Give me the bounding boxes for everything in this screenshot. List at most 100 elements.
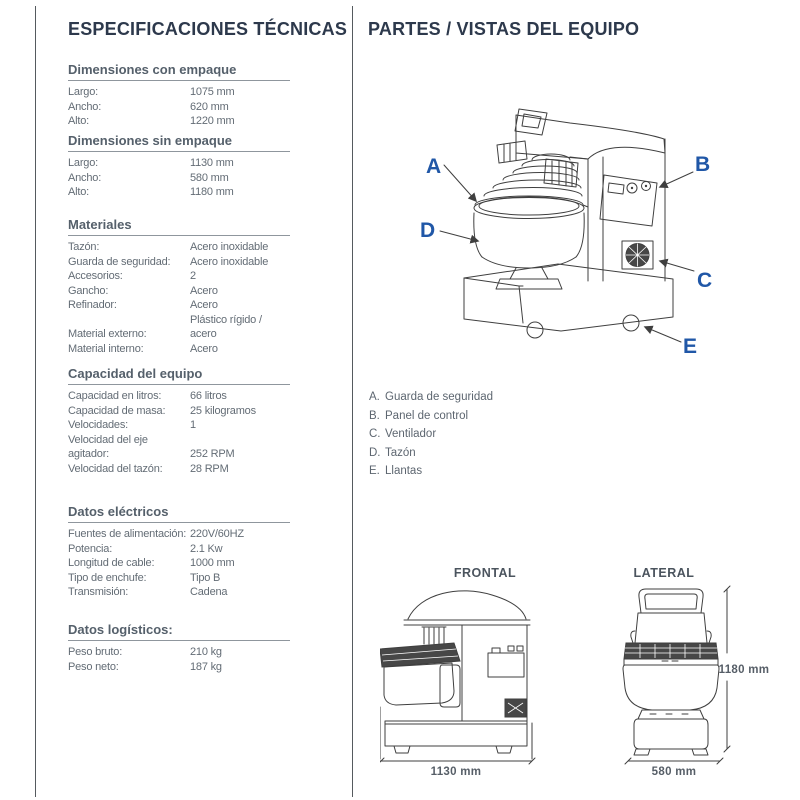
control-panel — [599, 174, 658, 227]
spec-value: 187 kg — [190, 660, 222, 673]
section-materiales: Materiales Tazón:Acero inoxidable Guarda… — [68, 217, 290, 356]
section-heading: Datos eléctricos — [68, 504, 290, 523]
spec-label: Velocidades: — [68, 419, 128, 431]
lateral-width-dim-label: 580 mm — [652, 766, 697, 778]
part-key: D. — [369, 446, 381, 459]
spec-row: Ancho:580 mm — [68, 171, 290, 186]
spec-value: 1130 mm — [190, 157, 234, 169]
spec-value: Tipo B — [190, 571, 221, 584]
spec-row: Tazón:Acero inoxidable — [68, 240, 290, 255]
frontal-base — [384, 720, 528, 754]
spec-row: Largo: 1130 mm — [68, 156, 290, 171]
spec-value: Acero — [190, 284, 218, 297]
spec-row: Guarda de seguridad:Acero inoxidable — [68, 255, 290, 270]
callout-e: E — [683, 335, 697, 358]
spec-label: Potencia: — [68, 542, 113, 555]
part-label: Panel de control — [385, 409, 469, 422]
spec-label: Capacidad en litros: — [68, 390, 162, 402]
spec-value: 1075 mm — [190, 86, 235, 98]
spec-row: Transmisión: Cadena — [68, 585, 290, 600]
spec-value: 1 — [190, 419, 196, 431]
lateral-view-drawing: 1180 mm 580 mm — [622, 585, 770, 778]
spec-label: Material externo: — [68, 328, 147, 340]
frontal-safety-guard — [380, 642, 461, 668]
spec-label: Velocidad del eje agitador: — [68, 433, 148, 461]
part-key: E. — [369, 465, 380, 477]
spec-value: 252 RPM — [190, 448, 235, 460]
left-column-title: ESPECIFICACIONES TÉCNICAS — [68, 19, 348, 39]
spec-value: 66 litros — [190, 390, 227, 402]
spec-value: 1220 mm — [190, 115, 235, 127]
section-heading: Materiales — [68, 217, 290, 236]
spec-row: Longitud de cable:1000 mm — [68, 556, 290, 571]
part-label: Guarda de seguridad — [385, 391, 494, 403]
part-item: E. Llantas — [369, 465, 493, 477]
lateral-view-label: LATERAL — [633, 566, 695, 580]
part-key: C. — [369, 428, 381, 440]
lateral-guard-rim — [623, 658, 719, 666]
spec-row: Capacidad de masa:25 kilogramos — [68, 404, 290, 419]
spec-label: Capacidad de masa: — [68, 404, 166, 417]
frontal-guard-slats — [421, 626, 447, 645]
ventilator-fan — [621, 240, 654, 270]
spec-row: Fuentes de alimentación:220V/60HZ — [68, 527, 290, 542]
frontal-width-dimension: 1130 mm — [380, 706, 536, 778]
spec-row: Material interno:Acero — [68, 342, 290, 357]
spec-value: Cadena — [190, 586, 228, 598]
lateral-bowl — [622, 664, 720, 711]
section-heading: Dimensiones sin empaque — [68, 133, 290, 152]
callout-a: A — [426, 155, 441, 178]
spec-label: Material interno: — [68, 342, 144, 355]
spec-row: Tipo de enchufe:Tipo B — [68, 571, 290, 586]
spec-row: Velocidad del eje agitador: 252 RPM — [68, 433, 290, 462]
spec-label: Refinador: — [68, 299, 117, 311]
frontal-body — [461, 624, 528, 722]
spec-label: Peso bruto: — [68, 646, 123, 658]
spec-value: 620 mm — [190, 100, 229, 113]
spec-label: Accesorios: — [68, 270, 123, 282]
spec-row: Refinador:Acero — [68, 298, 290, 313]
part-item: B. Panel de control — [369, 410, 493, 422]
spec-label: Ancho: — [68, 171, 102, 184]
spec-label: Alto: — [68, 115, 90, 127]
spec-row: Accesorios: 2 — [68, 269, 290, 284]
frontal-bowl — [383, 662, 455, 706]
spec-label: Fuentes de alimentación: — [68, 528, 187, 540]
section-dimensiones-con-empaque: Dimensiones con empaque Largo:1075 mm An… — [68, 62, 290, 129]
section-datos-logisticos: Datos logísticos: Peso bruto:210 kg Peso… — [68, 622, 290, 674]
right-column-title: PARTES / VISTAS DEL EQUIPO — [368, 19, 640, 39]
part-item: A.Guarda de seguridad — [369, 391, 493, 403]
lateral-head — [630, 588, 712, 644]
part-item: C. Ventilador — [369, 428, 493, 440]
frontal-control-panel — [487, 645, 525, 678]
spec-row: Potencia:2.1 Kw — [68, 542, 290, 557]
lateral-height-dim-label: 1180 mm — [719, 664, 770, 676]
spec-value: Acero inoxidable — [190, 241, 269, 253]
callout-a-arrow — [443, 164, 477, 203]
spec-row: Material externo: Plástico rígido / acero — [68, 313, 290, 342]
spec-label: Peso neto: — [68, 660, 119, 673]
spec-value: Acero inoxidable — [190, 255, 269, 268]
safety-guard — [474, 140, 589, 208]
part-label: Ventilador — [385, 428, 437, 440]
spec-value: Plástico rígido / acero — [190, 313, 262, 341]
part-label: Llantas — [385, 465, 423, 477]
callout-d-arrow — [439, 230, 480, 244]
spec-value: 2 — [190, 270, 196, 282]
spec-label: Transmisión: — [68, 586, 129, 598]
spec-label: Ancho: — [68, 100, 102, 113]
section-datos-electricos: Datos eléctricos Fuentes de alimentación… — [68, 504, 290, 600]
spec-label: Largo: — [68, 157, 98, 169]
frontal-width-dim-label: 1130 mm — [431, 766, 482, 778]
page-left-rule — [35, 6, 37, 797]
lateral-height-dimension: 1180 mm — [719, 585, 770, 753]
spec-label: Largo: — [68, 86, 98, 98]
part-key: B. — [369, 409, 380, 422]
frontal-dome — [407, 590, 527, 620]
frontal-head-band — [403, 619, 531, 626]
callout-b: B — [695, 153, 710, 176]
frontal-bowl-arm — [439, 664, 461, 708]
section-heading: Datos logísticos: — [68, 622, 290, 641]
mixer-perspective-drawing: A B D C E — [420, 108, 712, 358]
